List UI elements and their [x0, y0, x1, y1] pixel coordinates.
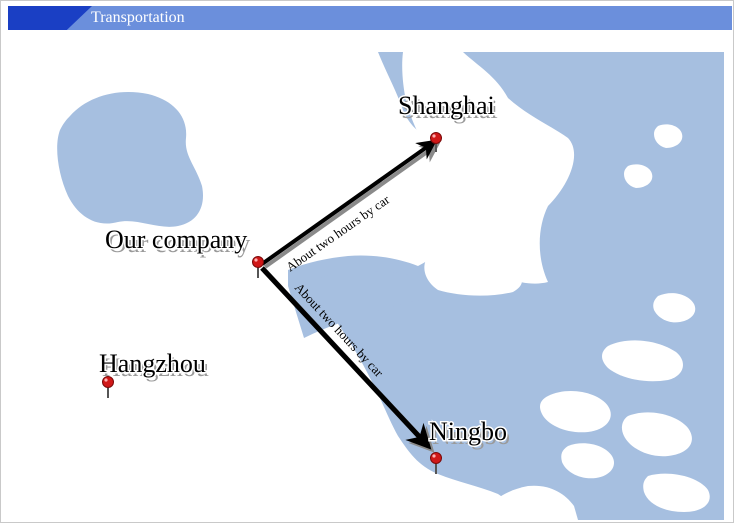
- pin-our-company: [252, 256, 264, 278]
- island-chain-east: [602, 340, 683, 382]
- pin-ningbo: [430, 452, 442, 474]
- place-label-shanghai: Shanghai: [398, 91, 495, 120]
- place-label-hangzhou: Hangzhou: [99, 349, 206, 378]
- island-south-4: [643, 473, 710, 512]
- transport-map: About two hours by car About two hours b…: [8, 46, 732, 520]
- island-far-east: [653, 293, 696, 323]
- header-title: Transportation: [91, 9, 185, 26]
- island-south-1: [540, 391, 611, 433]
- route-line-shanghai-shadow: [263, 142, 441, 269]
- estuary-water: [288, 271, 448, 338]
- taihu-lake: [57, 92, 203, 227]
- island-south-3: [561, 443, 615, 479]
- island-small-1: [654, 124, 683, 148]
- pin-shanghai: [430, 132, 442, 152]
- place-label-ningbo-shadow: Ningbo: [432, 421, 510, 450]
- place-label-shanghai-shadow: Shanghai: [401, 95, 498, 124]
- place-label-our-company: Our company: [105, 225, 247, 254]
- island-south-2: [621, 412, 692, 457]
- place-label-ningbo: Ningbo: [429, 417, 507, 446]
- island-large: [424, 250, 523, 296]
- route-line-shanghai: [260, 139, 438, 266]
- route-line-ningbo: [260, 266, 432, 450]
- place-label-hangzhou-shadow: Hangzhou: [102, 353, 209, 382]
- place-label-our-company-shadow: Our company: [108, 229, 250, 258]
- section-header: Transportation: [8, 6, 732, 30]
- header-accent-tab: [8, 6, 92, 30]
- shanghai-peninsula: [402, 52, 575, 284]
- map-canvas: About two hours by car About two hours b…: [57, 52, 724, 520]
- coast-south: [478, 485, 578, 520]
- pin-hangzhou: [102, 376, 114, 398]
- island-small-2: [624, 164, 653, 188]
